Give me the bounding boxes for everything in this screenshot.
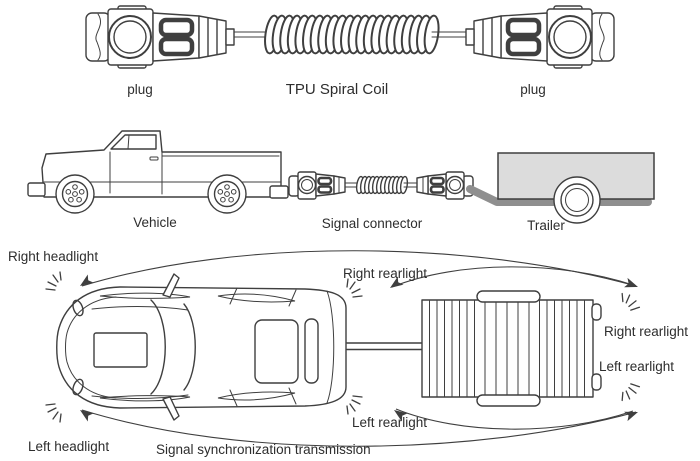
label-plug-right: plug xyxy=(520,82,546,97)
plug-right-drawing xyxy=(432,6,614,68)
label-car-left-rearlight: Left rearlight xyxy=(352,415,428,430)
label-right-headlight: Right headlight xyxy=(8,249,99,264)
label-tpu-spiral-coil: TPU Spiral Coil xyxy=(285,81,389,98)
plug-left-drawing xyxy=(86,6,268,68)
car-top-view-drawing xyxy=(56,273,347,421)
arrow-right-rearlight-curve xyxy=(391,266,634,288)
label-car-right-rearlight: Right rearlight xyxy=(343,266,428,281)
label-signal-sync-caption: Signal synchronization transmission xyxy=(156,442,371,457)
tow-bar-drawing xyxy=(346,342,423,351)
trailer-top-view-drawing xyxy=(421,290,602,407)
arrow-left-headlight-curve xyxy=(81,409,637,447)
label-trailer: Trailer xyxy=(527,218,565,233)
signal-connector-drawing xyxy=(287,170,475,201)
label-plug-left: plug xyxy=(127,82,153,97)
vehicle-truck-drawing xyxy=(27,130,289,214)
car-rearlight-rays-icon xyxy=(346,278,363,415)
trailer-left-rearlight-drawing xyxy=(591,373,602,391)
label-vehicle: Vehicle xyxy=(133,215,177,230)
label-signal-connector: Signal connector xyxy=(321,216,423,231)
trailer-rearlight-rays-icon xyxy=(620,290,641,404)
label-trailer-right-rearlight: Right rearlight xyxy=(604,324,689,339)
label-trailer-left-rearlight: Left rearlight xyxy=(599,359,675,374)
label-left-headlight: Left headlight xyxy=(28,439,110,454)
trailer-side-drawing xyxy=(466,152,655,224)
arrow-left-rearlight-curve xyxy=(395,408,634,430)
trailer-right-rearlight-drawing xyxy=(591,303,602,321)
tpu-spiral-coil-drawing xyxy=(261,13,442,56)
signal-arrows xyxy=(77,250,640,447)
